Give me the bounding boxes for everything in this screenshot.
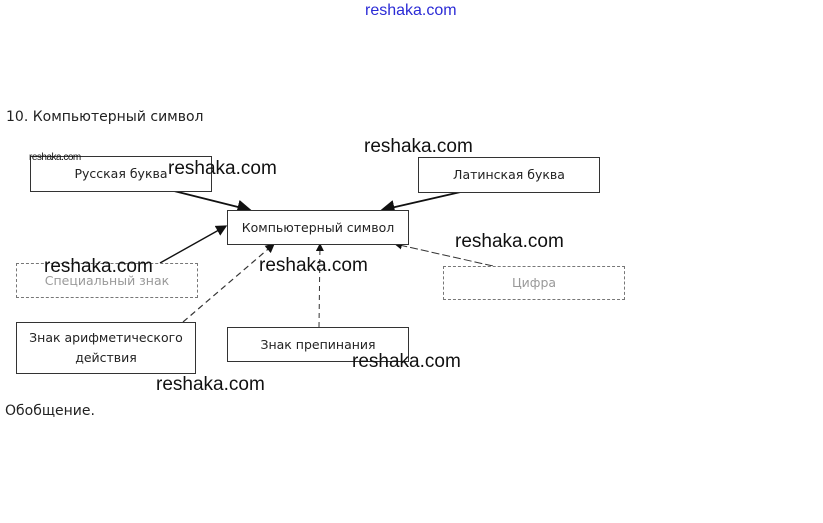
watermark: reshaka.com — [29, 152, 81, 163]
watermark: reshaka.com — [364, 136, 473, 157]
node-arithmetic-sign: Знак арифметического действия — [16, 322, 196, 374]
arrow-latin — [380, 190, 466, 215]
watermark: reshaka.com — [44, 256, 153, 277]
watermark: reshaka.com — [352, 351, 461, 372]
site-header-link[interactable]: reshaka.com — [365, 2, 457, 19]
arrow-punct — [315, 243, 324, 328]
node-special-sign: Специальный знак — [16, 263, 198, 298]
watermark: reshaka.com — [156, 374, 265, 395]
watermark: reshaka.com — [168, 158, 277, 179]
node-computer-symbol: Компьютерный символ — [227, 210, 409, 245]
arrow-digit — [394, 241, 494, 267]
node-digit: Цифра — [443, 266, 625, 300]
node-latin-letter: Латинская буква — [418, 157, 600, 193]
arrow-russian — [169, 189, 252, 214]
section-title: 10. Компьютерный символ — [6, 109, 204, 125]
node-russian-letter: Русская буква — [30, 156, 212, 192]
watermark: reshaka.com — [455, 231, 564, 252]
watermark: reshaka.com — [259, 255, 368, 276]
node-punctuation: Знак препинания — [227, 327, 409, 362]
summary-heading: Обобщение. — [5, 403, 95, 419]
arrow-special — [159, 225, 228, 264]
